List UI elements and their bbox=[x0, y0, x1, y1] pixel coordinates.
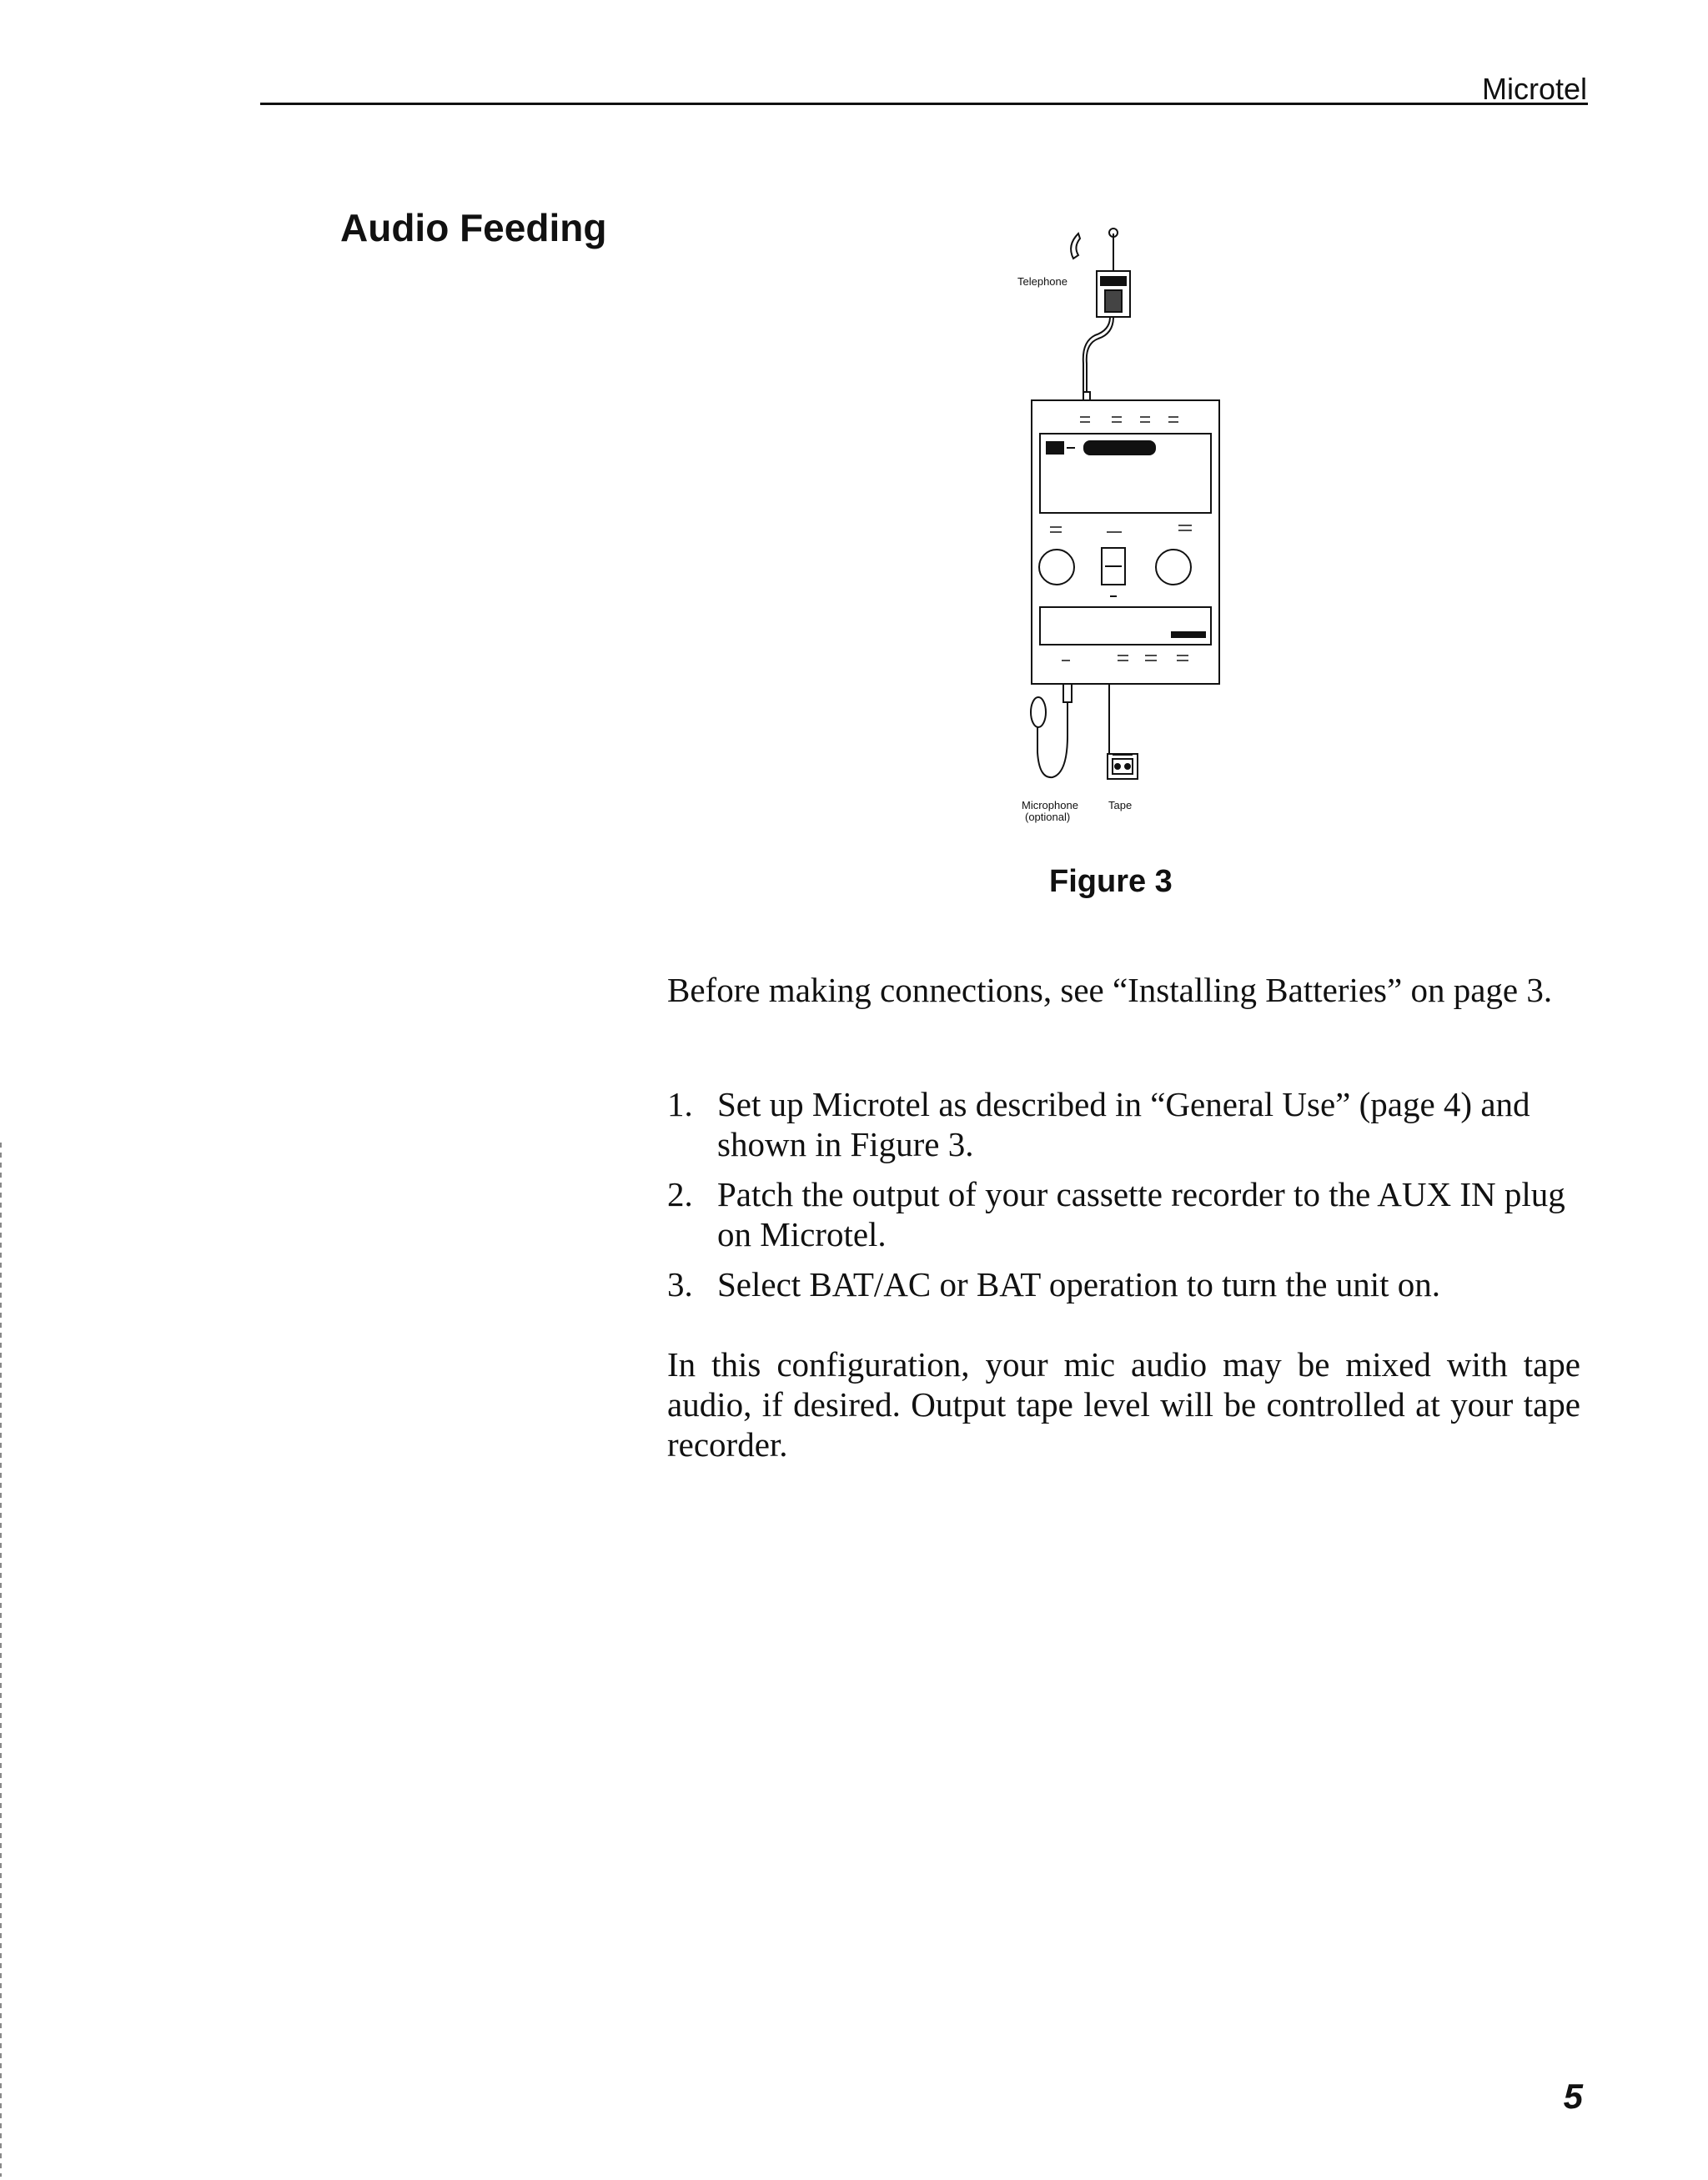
closing-paragraph: In this configuration, your mic audio ma… bbox=[667, 1345, 1580, 1464]
page-number: 5 bbox=[1563, 2077, 1583, 2116]
microphone-optional-label: (optional) bbox=[1025, 811, 1070, 823]
list-item: 2. Patch the output of your cassette rec… bbox=[667, 1174, 1585, 1254]
header-rule bbox=[260, 103, 1588, 105]
step-text: Set up Microtel as described in “General… bbox=[717, 1085, 1530, 1163]
step-text: Patch the output of your cassette record… bbox=[717, 1175, 1565, 1253]
connection-diagram-svg: Telephone bbox=[1017, 228, 1220, 823]
microtel-unit bbox=[1031, 399, 1220, 685]
figure-caption: Figure 3 bbox=[1049, 864, 1173, 899]
scan-edge-mark bbox=[0, 1143, 2, 2177]
connection-diagram: Telephone bbox=[1013, 225, 1247, 838]
telephone-icon bbox=[1070, 228, 1131, 422]
running-header: Microtel bbox=[1481, 72, 1587, 106]
tape-recorder-icon bbox=[1107, 684, 1138, 780]
telephone-label: Telephone bbox=[1017, 275, 1068, 288]
step-number: 3. bbox=[667, 1265, 693, 1303]
intro-paragraph: Before making connections, see “Installi… bbox=[667, 971, 1553, 1009]
setup-steps: 1. Set up Microtel as described in “Gene… bbox=[667, 1084, 1585, 1314]
step-number: 1. bbox=[667, 1085, 693, 1123]
step-number: 2. bbox=[667, 1175, 693, 1213]
list-item: 3. Select BAT/AC or BAT operation to tur… bbox=[667, 1264, 1585, 1304]
tape-label: Tape bbox=[1108, 799, 1132, 811]
list-item: 1. Set up Microtel as described in “Gene… bbox=[667, 1084, 1585, 1164]
microphone-label: Microphone bbox=[1022, 799, 1078, 811]
step-text: Select BAT/AC or BAT operation to turn t… bbox=[717, 1265, 1440, 1303]
section-heading: Audio Feeding bbox=[340, 206, 607, 249]
microphone-icon bbox=[1030, 683, 1073, 779]
